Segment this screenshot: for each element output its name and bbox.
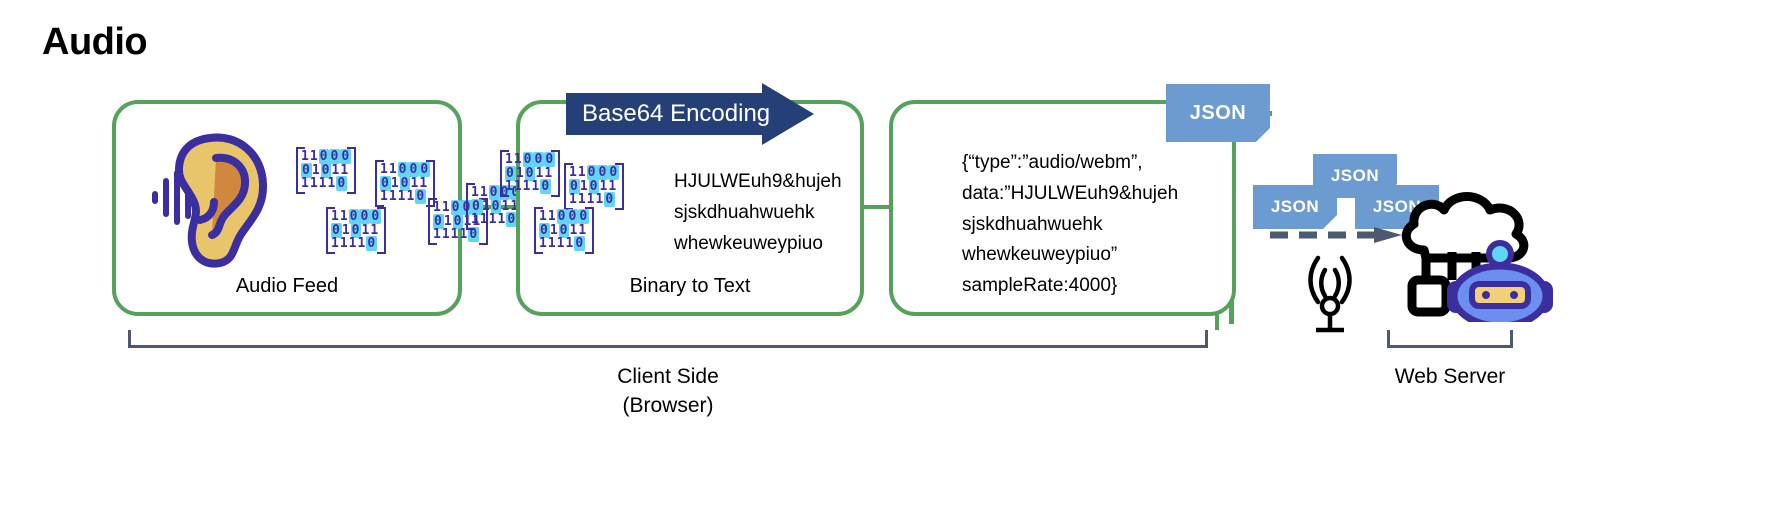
page-fold-icon xyxy=(1323,215,1337,229)
connector-line-2 xyxy=(862,205,892,209)
transfer-arrow-icon xyxy=(1270,227,1402,243)
bracket-web-server xyxy=(1387,330,1513,348)
page-title: Audio xyxy=(42,21,148,63)
panel-label-audio-feed: Audio Feed xyxy=(235,275,339,297)
label-web-server: Web Server xyxy=(1394,365,1506,388)
base64-encoding-arrow: Base64 Encoding xyxy=(566,83,814,145)
base64-arrow-label: Base64 Encoding xyxy=(582,100,771,127)
base64-string-text: HJULWEuh9&hujeh sjskdhuahwuehk whewkeuwe… xyxy=(674,171,842,254)
json-payload-text: {“type”:”audio/webm”, data:”HJULWEuh9&hu… xyxy=(962,152,1179,297)
json-badge-cluster-top-label: JSON xyxy=(1330,166,1380,185)
json-badge-main: JSON xyxy=(1166,84,1270,142)
panel-label-binary-to-text: Binary to Text xyxy=(629,275,751,297)
json-badge-cluster-right-label: JSON xyxy=(1372,197,1422,216)
cloud-server-robot-icon xyxy=(1401,192,1553,322)
wifi-antenna-icon xyxy=(1308,255,1352,333)
bracket-client-side xyxy=(128,330,1208,348)
connector-line-1 xyxy=(460,205,520,209)
ear-icon xyxy=(174,133,268,268)
json-badge-main-label: JSON xyxy=(1189,101,1247,124)
json-badge-cluster-left-label: JSON xyxy=(1270,197,1320,216)
label-client-side: Client Side (Browser) xyxy=(617,365,719,418)
page-fold-icon xyxy=(1256,128,1270,142)
